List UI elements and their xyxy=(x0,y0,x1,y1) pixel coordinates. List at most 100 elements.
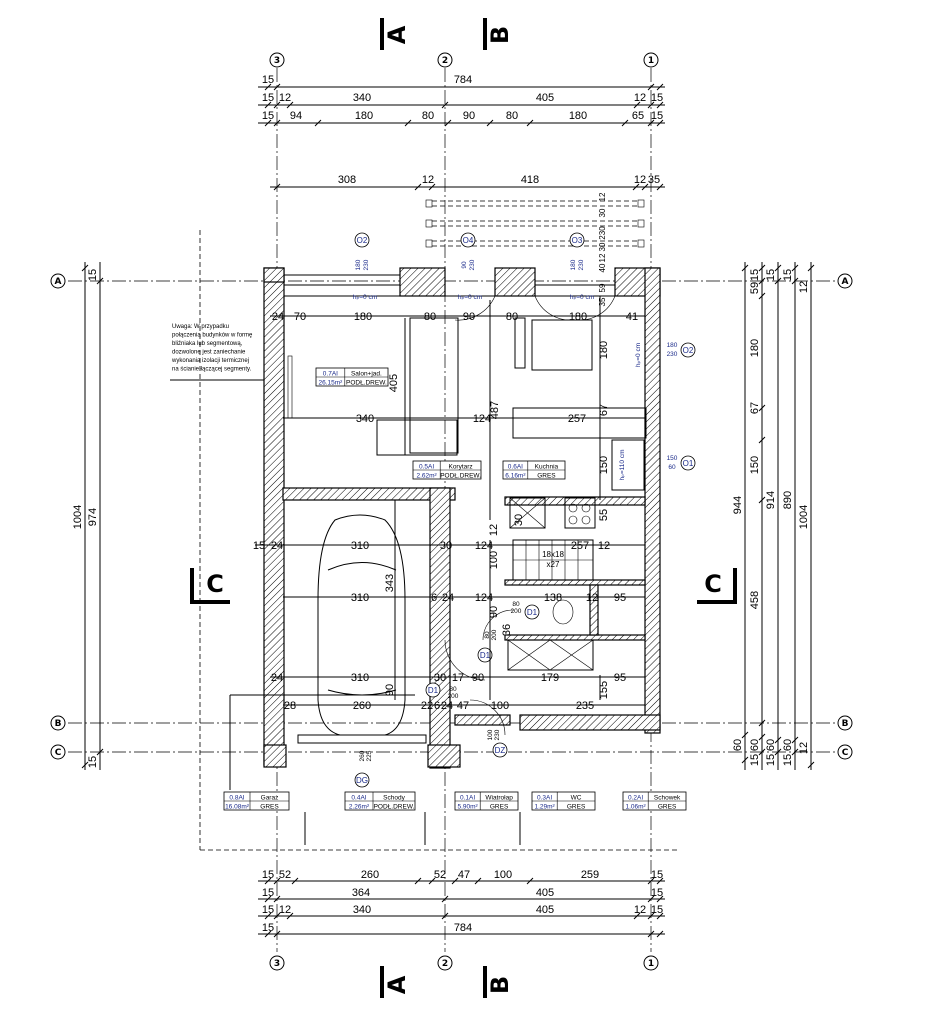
dimension-label: 12 xyxy=(634,92,646,104)
dimension-tick xyxy=(758,404,766,412)
dimension-label: 405 xyxy=(536,92,554,104)
room-number: 0.2AI xyxy=(628,795,643,802)
dimension-tick xyxy=(526,119,534,127)
sill-height: hₚ=0 cm xyxy=(635,343,642,367)
dimension-label: 310 xyxy=(351,672,369,684)
dimension-tick xyxy=(264,912,272,920)
sill-height: hₚ=110 cm xyxy=(619,449,626,480)
dimension-label: 41 xyxy=(626,311,638,323)
dimension-label: 1004 xyxy=(72,505,84,529)
room-name: Schowek xyxy=(654,795,681,802)
dimension-label: 100 xyxy=(494,869,512,881)
axis-label: 3 xyxy=(274,959,280,969)
section-b-label: B xyxy=(486,976,514,994)
dimension-label: 180 xyxy=(569,311,587,323)
dimension-tick xyxy=(264,119,272,127)
dimension-label: 47 xyxy=(457,700,469,712)
dimension-tick xyxy=(264,101,272,109)
dimension-label: 487 xyxy=(489,401,501,419)
door-tag xyxy=(492,742,508,758)
axis-bubble xyxy=(50,273,66,289)
dimension-label: 90 xyxy=(463,311,475,323)
dimension-label: 179 xyxy=(541,672,559,684)
room-name: Garaż xyxy=(261,795,279,802)
dimension-tick xyxy=(791,748,799,756)
interior-lines xyxy=(170,230,680,851)
dimension-label: 12 xyxy=(598,253,607,262)
axis-label: B xyxy=(842,719,849,729)
dimension-label: 12 xyxy=(279,92,291,104)
dimension-tick xyxy=(758,264,766,272)
dimension-label: 30 xyxy=(434,672,446,684)
dimension-tick xyxy=(273,912,281,920)
dimension-label: 28 xyxy=(284,700,296,712)
axis-label: 1 xyxy=(648,959,654,969)
axis-bubble xyxy=(837,273,853,289)
dimension-label: 30 xyxy=(598,208,607,217)
dimension-tick xyxy=(656,912,664,920)
dimension-label: 55 xyxy=(598,509,610,521)
dimension-tick xyxy=(96,277,104,285)
dimension-label: 59 xyxy=(598,283,607,292)
dimension-tick xyxy=(774,277,782,285)
dimension-tick xyxy=(774,736,782,744)
door-height: 200 xyxy=(491,629,498,640)
dimension-tick xyxy=(444,119,452,127)
axis-label: A xyxy=(55,277,62,287)
dimension-label: 65 xyxy=(632,110,644,122)
dimension-label: 22 xyxy=(421,700,433,712)
section-a-label: A xyxy=(383,975,411,994)
stairs-step-count: x27 xyxy=(547,560,560,569)
dimension-tick xyxy=(656,183,664,191)
dimension-label: 257 xyxy=(568,413,586,425)
dimension-label: 90 xyxy=(488,606,500,618)
dimension-label: 67 xyxy=(749,402,761,414)
dimension-label: 12 xyxy=(634,174,646,186)
dimension-tick xyxy=(633,101,641,109)
dimension-label: 12 xyxy=(279,904,291,916)
dimension-tick xyxy=(741,264,749,272)
dimension-tick xyxy=(656,877,664,885)
dimension-label: 6 xyxy=(434,700,440,712)
door-tag xyxy=(354,772,370,788)
dimension-label: 180 xyxy=(598,341,610,359)
dimension-label: 15 xyxy=(651,110,663,122)
dimension-tick xyxy=(286,101,294,109)
door-height: 230 xyxy=(494,729,501,740)
dimension-label: 80 xyxy=(424,311,436,323)
dimension-tick xyxy=(273,119,281,127)
axis-bubble xyxy=(837,715,853,731)
window-tag-label: O1 xyxy=(683,459,694,468)
room-area: 2.26m² xyxy=(349,804,370,811)
dimension-label: 15 xyxy=(651,887,663,899)
car-outline xyxy=(317,514,406,736)
dimension-label: 15 xyxy=(253,540,265,552)
dimension-tick xyxy=(807,761,815,769)
dimension-label: 124 xyxy=(475,592,493,604)
dimension-tick xyxy=(441,895,449,903)
pergola-beams xyxy=(425,199,645,248)
room-floor-finish: GRES xyxy=(567,804,586,811)
window-height: 60 xyxy=(668,464,676,471)
axis-label: 3 xyxy=(274,56,280,66)
dimension-tick xyxy=(81,761,89,769)
dimension-label: 340 xyxy=(353,92,371,104)
dimension-label: 914 xyxy=(765,491,777,509)
axis-bubble xyxy=(269,955,285,971)
dimension-label: 944 xyxy=(732,496,744,514)
dimension-label: 80 xyxy=(506,311,518,323)
room-number: 0.1AI xyxy=(460,795,475,802)
room-area: 26.15m² xyxy=(318,380,343,387)
dimension-label: 15 xyxy=(262,110,274,122)
dimension-label: 80 xyxy=(506,110,518,122)
dimension-label: 15 xyxy=(262,92,274,104)
room-name: Wiatrołap xyxy=(485,795,513,802)
axis-bubble xyxy=(269,52,285,68)
sill-height: hₚ=0 cm xyxy=(458,294,482,301)
dimension-label: 70 xyxy=(294,311,306,323)
window-tag xyxy=(680,455,696,471)
